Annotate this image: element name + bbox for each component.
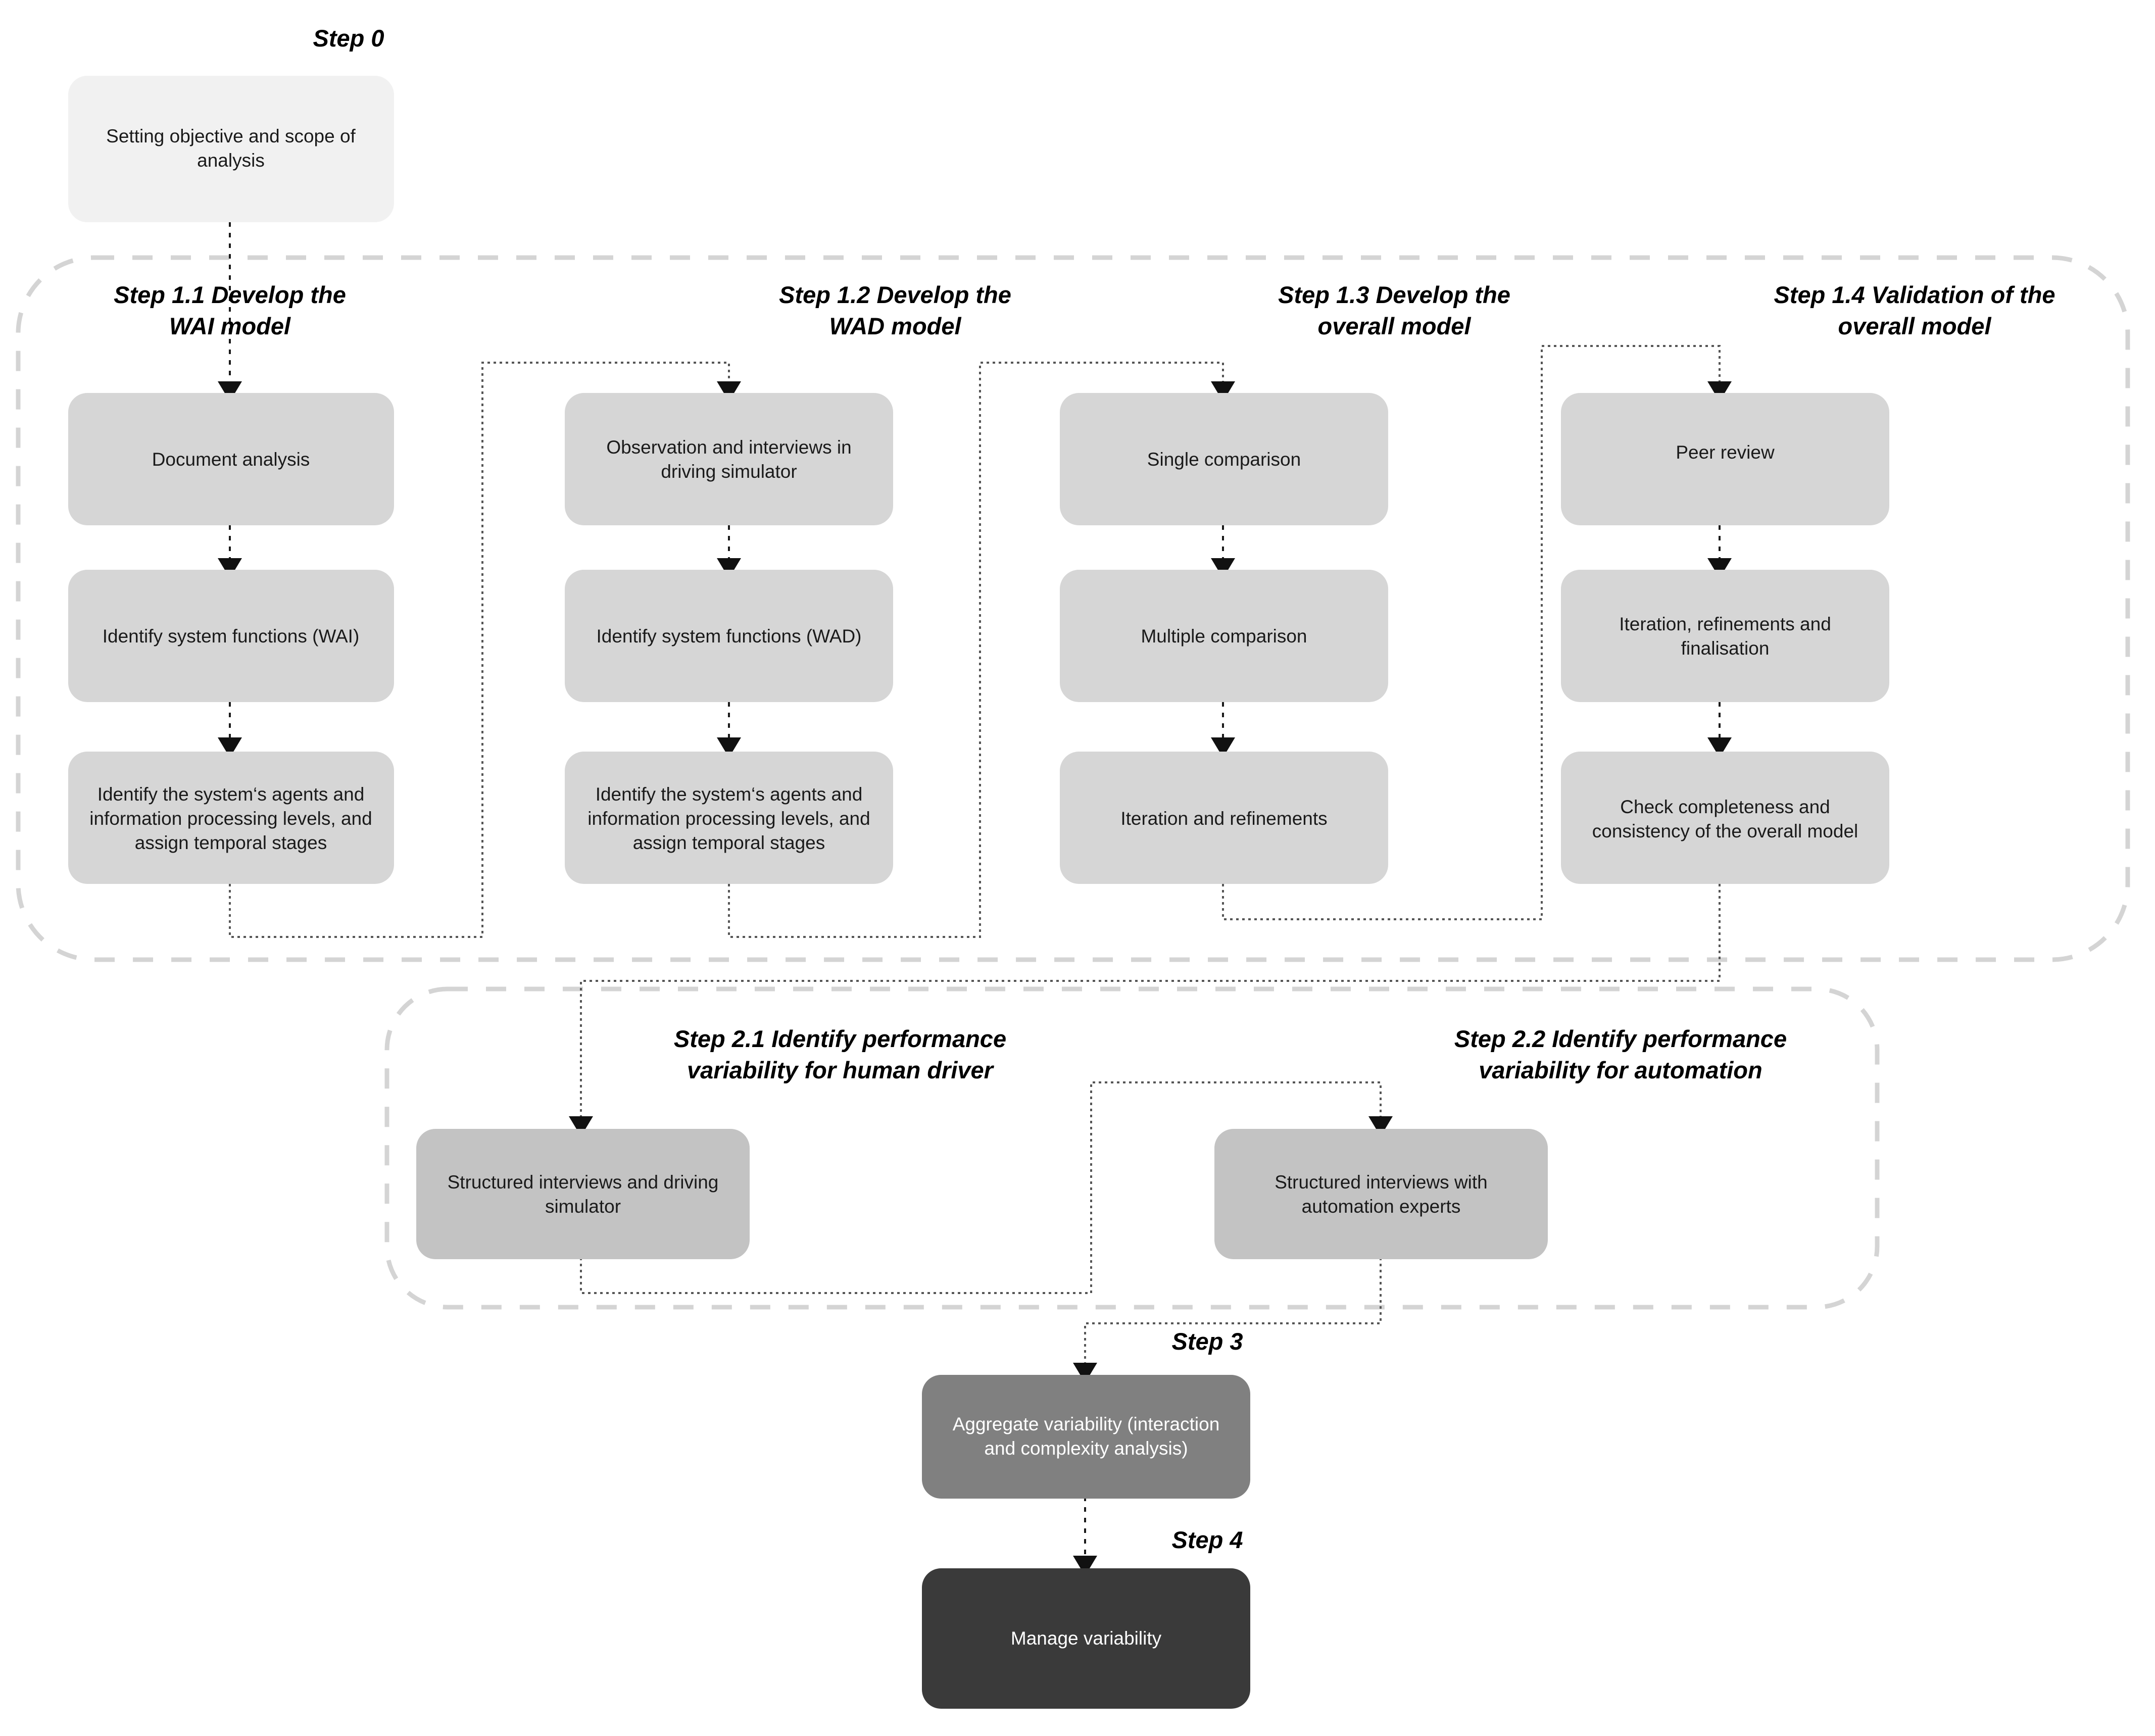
step-1-3-title-line1: Step 1.3 Develop the: [1278, 281, 1510, 308]
node-rect-c3r1: [1060, 393, 1388, 525]
node-text-step0-line1: Setting objective and scope of: [106, 126, 356, 146]
node-text-c4r2-line1: Iteration, refinements and: [1619, 614, 1831, 634]
node-text-c2r2: Identify system functions (WAD): [597, 626, 862, 647]
node-setting-objective-and-scope[interactable]: Setting objective and scope of analysis: [68, 76, 394, 222]
step-2-2-title-line1: Step 2.2 Identify performance: [1454, 1025, 1787, 1052]
node-rect-s21: [416, 1129, 750, 1259]
node-text-c4r2-line2: finalisation: [1681, 638, 1770, 659]
connector-s21-to-s22: [580, 1081, 1393, 1294]
node-text-c1r3-line2: information processing levels, and: [89, 808, 372, 829]
node-document-analysis[interactable]: Document analysis: [68, 393, 394, 525]
node-text-c1r1: Document analysis: [152, 449, 310, 470]
step-2-1-title-line1: Step 2.1 Identify performance: [674, 1025, 1006, 1052]
node-structured-interviews-with-automation-experts[interactable]: Structured interviews with automation ex…: [1214, 1129, 1548, 1259]
node-multiple-comparison[interactable]: Multiple comparison: [1060, 570, 1388, 702]
node-text-step0-line2: analysis: [197, 150, 265, 171]
node-rect-c2r2: [565, 570, 893, 702]
node-rect-c1r2: [68, 570, 394, 702]
node-text-s21-line2: simulator: [545, 1196, 621, 1217]
step-3-title: Step 3: [1171, 1328, 1243, 1355]
node-check-completeness-consistency[interactable]: Check completeness and consistency of th…: [1561, 752, 1889, 884]
step-4-title: Step 4: [1171, 1526, 1243, 1553]
node-observation-and-interviews[interactable]: Observation and interviews in driving si…: [565, 393, 893, 525]
node-text-c2r3-line3: assign temporal stages: [633, 832, 825, 853]
node-rect-c1r3: [68, 752, 394, 884]
step-2-1-title-line2: variability for human driver: [687, 1057, 995, 1083]
node-text-step4: Manage variability: [1011, 1628, 1162, 1649]
node-identify-agents-and-levels-wad[interactable]: Identify the system‘s agents and informa…: [565, 752, 893, 884]
node-rect-c4r2: [1561, 570, 1889, 702]
node-text-c3r2: Multiple comparison: [1141, 626, 1307, 647]
node-rect-c4r1: [1561, 393, 1889, 525]
node-text-c1r2: Identify system functions (WAI): [103, 626, 360, 647]
step-1-1-title-line2: WAI model: [169, 313, 291, 339]
node-text-c1r3-line1: Identify the system‘s agents and: [97, 784, 365, 805]
step-1-1-title-line1: Step 1.1 Develop the: [114, 281, 346, 308]
step2-group-container: [384, 986, 1880, 1310]
node-rect-c2r3: [565, 752, 893, 884]
node-text-s22-line2: automation experts: [1302, 1196, 1461, 1217]
step-1-3-title-line2: overall model: [1318, 313, 1472, 339]
node-text-c2r3-line2: information processing levels, and: [587, 808, 870, 829]
node-text-c1r3-line3: assign temporal stages: [135, 832, 327, 853]
node-peer-review[interactable]: Peer review: [1561, 393, 1889, 525]
step-1-2-title-line1: Step 1.2 Develop the: [779, 281, 1011, 308]
node-rect-step0: [68, 76, 394, 222]
node-identify-system-functions-wad[interactable]: Identify system functions (WAD): [565, 570, 893, 702]
node-single-comparison[interactable]: Single comparison: [1060, 393, 1388, 525]
node-text-c4r3-line2: consistency of the overall model: [1592, 821, 1858, 841]
node-manage-variability[interactable]: Manage variability: [922, 1568, 1250, 1709]
node-aggregate-variability[interactable]: Aggregate variability (interaction and c…: [922, 1375, 1250, 1499]
node-structured-interviews-and-driving-simulator[interactable]: Structured interviews and driving simula…: [416, 1129, 750, 1259]
node-text-c4r1: Peer review: [1676, 442, 1775, 463]
step-1-2-title-line2: WAD model: [829, 313, 961, 339]
node-rect-c4r3: [1561, 752, 1889, 884]
step-2-2-title-line2: variability for automation: [1479, 1057, 1762, 1083]
node-text-step3-line2: and complexity analysis): [984, 1438, 1188, 1459]
connector-c4r3-to-s21: [569, 884, 1721, 1136]
node-text-c2r3-line1: Identify the system‘s agents and: [596, 784, 863, 805]
node-text-c2r1-line1: Observation and interviews in: [606, 437, 851, 458]
node-text-c3r1: Single comparison: [1147, 449, 1301, 470]
node-rect-step4: [922, 1568, 1250, 1709]
node-identify-agents-and-levels-wai[interactable]: Identify the system‘s agents and informa…: [68, 752, 394, 884]
node-rect-c3r3: [1060, 752, 1388, 884]
node-rect-c3r2: [1060, 570, 1388, 702]
node-identify-system-functions-wai[interactable]: Identify system functions (WAI): [68, 570, 394, 702]
node-text-c3r3: Iteration and refinements: [1120, 808, 1327, 829]
node-rect-step3: [922, 1375, 1250, 1499]
node-iteration-and-refinements[interactable]: Iteration and refinements: [1060, 752, 1388, 884]
connector-c2r3-to-c3r1: [728, 362, 1235, 938]
node-iteration-refinements-finalisation[interactable]: Iteration, refinements and finalisation: [1561, 570, 1889, 702]
step1-group-container: [16, 255, 2130, 962]
node-text-step3-line1: Aggregate variability (interaction: [953, 1414, 1220, 1434]
node-text-s21-line1: Structured interviews and driving: [448, 1172, 719, 1193]
step-1-4-title-line2: overall model: [1838, 313, 1992, 339]
step-1-4-title-line1: Step 1.4 Validation of the: [1774, 281, 2055, 308]
node-text-c4r3-line1: Check completeness and: [1620, 797, 1830, 817]
node-rect-c2r1: [565, 393, 893, 525]
node-text-s22-line1: Structured interviews with: [1275, 1172, 1488, 1193]
node-rect-c1r1: [68, 393, 394, 525]
connector-c1r3-to-c2r1: [229, 362, 741, 938]
connector-s22-to-step3: [1073, 1258, 1382, 1383]
step-0-title: Step 0: [313, 25, 384, 52]
node-text-c2r1-line2: driving simulator: [661, 461, 797, 482]
node-rect-s22: [1214, 1129, 1548, 1259]
